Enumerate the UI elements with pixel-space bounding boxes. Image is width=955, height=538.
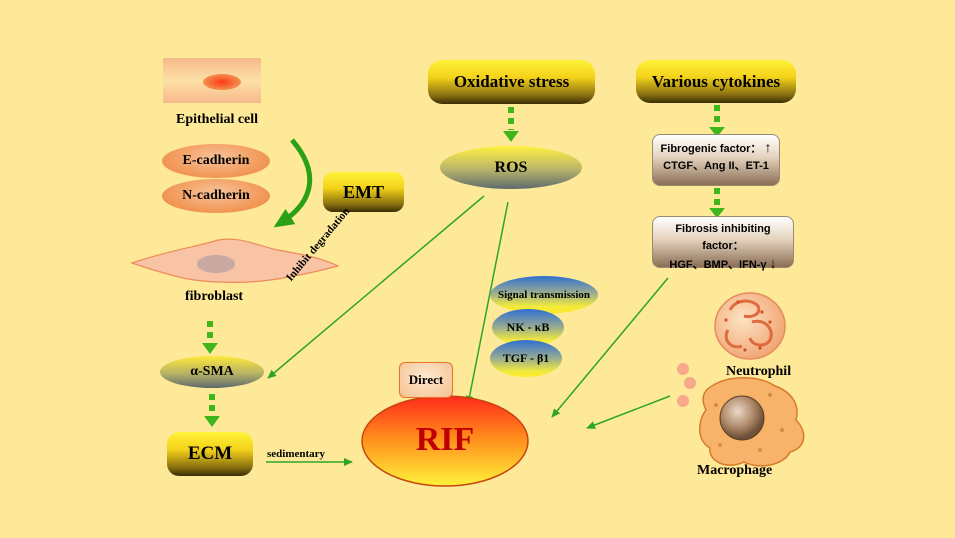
fibrogenic-line-2: CTGF、Ang II、ET-1 xyxy=(663,160,769,172)
direct-box: Direct xyxy=(399,362,453,398)
sedimentary-label: sedimentary xyxy=(267,448,326,460)
alpha-sma-oval: α-SMA xyxy=(160,356,264,388)
e-cadherin-oval: E-cadherin xyxy=(162,144,270,178)
fibroblast-label: fibroblast xyxy=(185,289,244,304)
ros-oval: ROS xyxy=(440,146,582,189)
macrophage-icon xyxy=(699,377,805,467)
ecm-box: ECM xyxy=(167,432,253,476)
inhibiting-line-2: HGF、BMP、IFN-γ ↓ xyxy=(656,255,790,274)
inhibiting-line-1: Fibrosis inhibiting factor： xyxy=(675,223,771,252)
ecm-label: ECM xyxy=(187,443,233,464)
oxidative-stress-label: Oxidative stress xyxy=(453,72,570,91)
fibrogenic-line-1: Fibrogenic factor： ↑ xyxy=(659,139,773,158)
emt-curved-arrow xyxy=(273,138,313,228)
inhibiting-factors: HGF、BMP、IFN-γ xyxy=(669,259,767,271)
nk-kb-oval: NK - κB xyxy=(492,309,564,346)
fibrogenic-up-arrow: ↑ xyxy=(764,139,772,155)
direct-label: Direct xyxy=(408,372,444,387)
ros-label: ROS xyxy=(494,158,528,176)
nk-kb-label: NK - κB xyxy=(506,320,550,334)
signal-transmission-label: Signal transmission xyxy=(498,289,590,301)
particle-dots xyxy=(677,363,696,407)
fibrosis-inhibiting-factor-box: Fibrosis inhibiting factor： HGF、BMP、IFN-… xyxy=(652,216,794,271)
dashed-arrows xyxy=(202,105,725,427)
inhibiting-down-arrow: ↓ xyxy=(769,255,777,271)
neutrophil-icon xyxy=(714,292,786,360)
signal-transmission-oval: Signal transmission xyxy=(490,276,598,314)
fibrogenic-factor-box: Fibrogenic factor： ↑ CTGF、Ang II、ET-1 xyxy=(652,134,780,186)
emt-label: EMT xyxy=(342,181,384,202)
rif-label: RIF xyxy=(415,421,475,458)
n-cadherin-oval: N-cadherin xyxy=(162,179,270,213)
tgf-b1-oval: TGF - β1 xyxy=(490,340,562,377)
emt-box: EMT xyxy=(323,172,404,212)
fibroblast-cell-icon xyxy=(130,238,340,283)
epithelial-cell-label: Epithelial cell xyxy=(176,112,259,127)
solid-connectors xyxy=(266,195,671,466)
various-cytokines-label: Various cytokines xyxy=(651,71,781,91)
fibrogenic-title: Fibrogenic factor： xyxy=(660,143,762,155)
neutrophil-label: Neutrophil xyxy=(726,364,792,379)
oxidative-stress-box: Oxidative stress xyxy=(428,60,595,104)
e-cadherin-label: E-cadherin xyxy=(182,153,250,168)
macrophage-label: Macrophage xyxy=(697,463,773,478)
various-cytokines-box: Various cytokines xyxy=(636,60,796,103)
epithelial-cell-icon xyxy=(163,58,261,103)
n-cadherin-label: N-cadherin xyxy=(182,188,250,203)
alpha-sma-label: α-SMA xyxy=(190,364,234,379)
tgf-b1-label: TGF - β1 xyxy=(502,351,550,365)
